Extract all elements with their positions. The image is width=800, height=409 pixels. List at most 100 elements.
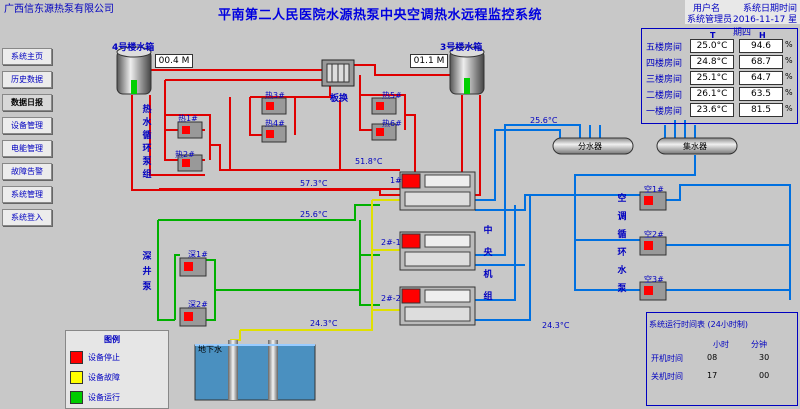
start-minute[interactable]: 30 bbox=[759, 353, 770, 362]
hot-pump-1-label: 热1# bbox=[178, 114, 198, 123]
legend-fault-label: 设备故障 bbox=[88, 373, 120, 382]
legend-run-swatch bbox=[70, 391, 83, 404]
deep-well-label: 深井泵 bbox=[142, 252, 152, 292]
legend-stop-swatch bbox=[70, 351, 83, 364]
user-value: 系统管理员 bbox=[687, 15, 733, 25]
ac-pump-1-label: 空1# bbox=[644, 185, 664, 194]
room-5-label: 五楼房间 bbox=[646, 43, 683, 53]
chiller-2-2 bbox=[399, 286, 476, 326]
hot-pump-4-label: 热4# bbox=[265, 119, 285, 128]
hot-circ-label: 热水循环泵组 bbox=[142, 105, 152, 180]
nav-power-mgmt[interactable]: 电能管理 bbox=[2, 140, 52, 157]
distributor-label: 分水器 bbox=[578, 142, 602, 151]
hot-pump-6 bbox=[371, 123, 397, 141]
temp-chilled-supply: 25.6°C bbox=[530, 116, 558, 125]
hot-pump-3 bbox=[261, 97, 287, 115]
room-climate-table: T H 五楼房间 25.0°C 94.6 % 四楼房间 24.8°C 68.7 … bbox=[641, 28, 798, 124]
ac-pump-3-label: 空3# bbox=[644, 275, 664, 284]
room-4-hum-unit: % bbox=[785, 56, 793, 65]
underground-label: 地下水 bbox=[198, 345, 222, 354]
plate-label: 板换 bbox=[330, 94, 349, 104]
temp-hot-return: 51.8°C bbox=[355, 157, 383, 166]
chilled-water-pipes bbox=[475, 120, 791, 321]
room-4-temp: 24.8°C bbox=[690, 55, 734, 69]
runtime-table: 系统运行时间表 (24小时制) 小时 分钟 开机时间 08 30 关机时间 17… bbox=[646, 312, 798, 406]
collector-header bbox=[656, 137, 738, 155]
side-nav: 系统主页 历史数据 数据日报 设备管理 电能管理 故障告警 系统管理 系统登入 bbox=[0, 48, 52, 232]
legend: 图例 设备停止 设备故障 设备运行 bbox=[65, 330, 169, 409]
chiller-1 bbox=[399, 171, 476, 211]
nav-fault-alarm[interactable]: 故障告警 bbox=[2, 163, 52, 180]
hot-pump-1 bbox=[177, 121, 203, 139]
hot-pump-2-label: 热2# bbox=[175, 150, 195, 159]
room-1-hum-unit: % bbox=[785, 104, 793, 113]
room-4-label: 四楼房间 bbox=[646, 59, 683, 69]
user-info-box: 用户名 系统管理员 系统日期时间 2016-11-17 星期四 bbox=[685, 0, 800, 38]
temp-well-return: 24.3°C bbox=[310, 319, 338, 328]
room-3-hum-unit: % bbox=[785, 72, 793, 81]
room-2-hum: 63.5 bbox=[739, 87, 783, 101]
tank3-label: 3号楼水箱 bbox=[440, 43, 483, 53]
nav-system-mgmt[interactable]: 系统管理 bbox=[2, 186, 52, 203]
hot-pump-5 bbox=[371, 97, 397, 115]
hot-pump-5-label: 热5# bbox=[382, 91, 402, 100]
legend-fault-swatch bbox=[70, 371, 83, 384]
deep-pump-2-label: 深2# bbox=[188, 300, 208, 309]
runtime-col-hour: 小时 bbox=[713, 340, 729, 349]
chiller-1-label: 1# bbox=[390, 176, 402, 185]
legend-stop-label: 设备停止 bbox=[88, 353, 120, 362]
user-label: 用户名 bbox=[693, 4, 721, 14]
room-5-hum-unit: % bbox=[785, 40, 793, 49]
room-4-hum: 68.7 bbox=[739, 55, 783, 69]
ac-pump-2-label: 空2# bbox=[644, 230, 664, 239]
stop-minute[interactable]: 00 bbox=[759, 371, 770, 380]
room-5-temp: 25.0°C bbox=[690, 39, 734, 53]
nav-history[interactable]: 历史数据 bbox=[2, 71, 52, 88]
page-title: 平南第二人民医院水源热泵中央空调热水远程监控系统 bbox=[218, 8, 543, 23]
room-5-hum: 94.6 bbox=[739, 39, 783, 53]
nav-device-mgmt[interactable]: 设备管理 bbox=[2, 117, 52, 134]
underground-well bbox=[194, 340, 316, 401]
tank4-level: 00.4 M bbox=[155, 54, 193, 68]
room-3-label: 三楼房间 bbox=[646, 75, 683, 85]
runtime-col-min: 分钟 bbox=[751, 340, 767, 349]
start-time-label: 开机时间 bbox=[651, 354, 683, 363]
nav-daily-report[interactable]: 数据日报 bbox=[2, 94, 52, 111]
temp-hot-supply: 57.3°C bbox=[300, 179, 328, 188]
runtime-title: 系统运行时间表 (24小时制) bbox=[649, 320, 748, 329]
temp-chilled-return: 24.3°C bbox=[542, 321, 570, 330]
collector-label: 集水器 bbox=[683, 142, 707, 151]
legend-run-label: 设备运行 bbox=[88, 393, 120, 402]
deep-pump-2 bbox=[179, 307, 207, 327]
nav-home[interactable]: 系统主页 bbox=[2, 48, 52, 65]
date-label: 系统日期时间 bbox=[743, 4, 798, 14]
room-2-temp: 26.1°C bbox=[690, 87, 734, 101]
chiller-2-1 bbox=[399, 231, 476, 271]
ac-circ-label: 空调循环水泵 bbox=[617, 194, 627, 294]
company-name: 广西信东源热泵有限公司 bbox=[4, 4, 114, 15]
stop-hour[interactable]: 17 bbox=[707, 371, 718, 380]
ac-pump-2 bbox=[639, 236, 667, 256]
room-1-label: 一楼房间 bbox=[646, 107, 683, 117]
room-2-hum-unit: % bbox=[785, 88, 793, 97]
start-hour[interactable]: 08 bbox=[707, 353, 718, 362]
room-3-temp: 25.1°C bbox=[690, 71, 734, 85]
chiller-2-1-label: 2#-1 bbox=[381, 238, 401, 247]
tank-3 bbox=[449, 46, 485, 95]
legend-title: 图例 bbox=[104, 335, 120, 344]
ac-pump-3 bbox=[639, 281, 667, 301]
room-1-temp: 23.6°C bbox=[690, 103, 734, 117]
deep-pump-1 bbox=[179, 257, 207, 277]
stop-time-label: 关机时间 bbox=[651, 372, 683, 381]
deep-pump-1-label: 深1# bbox=[188, 250, 208, 259]
hot-pump-6-label: 热6# bbox=[382, 119, 402, 128]
nav-login[interactable]: 系统登入 bbox=[2, 209, 52, 226]
room-1-hum: 81.5 bbox=[739, 103, 783, 117]
date-value: 2016-11-17 星期四 bbox=[733, 15, 798, 38]
ac-pump-1 bbox=[639, 191, 667, 211]
temp-well-supply: 25.6°C bbox=[300, 210, 328, 219]
col-h-header: H bbox=[759, 31, 766, 40]
hot-pump-4 bbox=[261, 125, 287, 143]
room-2-label: 二楼房间 bbox=[646, 91, 683, 101]
